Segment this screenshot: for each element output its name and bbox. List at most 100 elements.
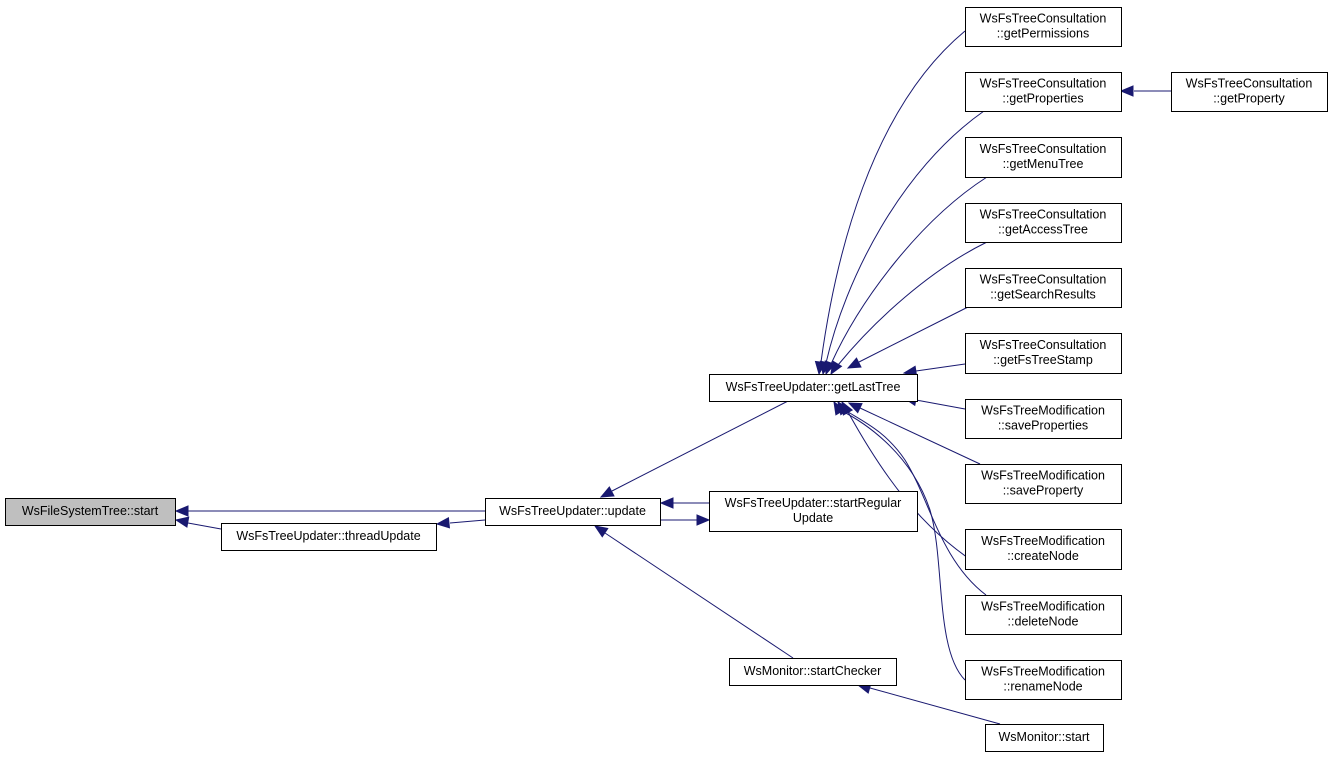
node-box: [221, 523, 437, 551]
node-startChecker[interactable]: WsMonitor::startChecker: [729, 658, 897, 686]
arrowhead-icon: [174, 516, 190, 528]
node-label: ::getProperty: [1213, 92, 1285, 106]
arrowhead-icon: [593, 525, 609, 538]
node-label: ::getMenuTree: [1003, 157, 1084, 171]
node-mon_start[interactable]: WsMonitor::start: [985, 724, 1104, 752]
edge-update-to-startRegularUpdate: [661, 514, 711, 526]
node-label: ::createNode: [1007, 549, 1079, 563]
edge-line: [449, 519, 486, 524]
node-label: WsFsTreeModification: [981, 404, 1105, 418]
edge-line: [847, 411, 986, 570]
node-label: ::getProperties: [1002, 92, 1083, 106]
edge-saveProperty-to-getLastTree: [847, 402, 981, 465]
node-deleteNode[interactable]: WsFsTreeModification::deleteNode: [965, 595, 1122, 635]
node-box: [965, 7, 1122, 47]
node-box: [965, 203, 1122, 243]
node-getProperties[interactable]: WsFsTreeConsultation::getProperties: [965, 72, 1122, 112]
node-getProperty[interactable]: WsFsTreeConsultation::getProperty: [1171, 72, 1328, 112]
edge-line: [187, 522, 222, 530]
node-label: Update: [793, 511, 833, 525]
arrowhead-icon: [833, 400, 846, 416]
edge-line: [825, 110, 985, 364]
node-label: ::saveProperties: [998, 419, 1088, 433]
node-label: WsFsTreeConsultation: [980, 273, 1107, 287]
arrowhead-icon: [830, 360, 843, 376]
edge-line: [858, 306, 969, 363]
edge-getMenuTree-to-getLastTree: [824, 176, 988, 376]
edge-startChecker-to-update: [593, 525, 794, 659]
edge-getLastTree-to-update: [599, 399, 791, 498]
node-label: ::getSearchResults: [990, 288, 1096, 302]
node-label: WsFsTreeModification: [981, 534, 1105, 548]
node-getPermissions[interactable]: WsFsTreeConsultation::getPermissions: [965, 7, 1122, 47]
node-box: [965, 464, 1122, 504]
edge-line: [915, 363, 966, 372]
node-box: [965, 72, 1122, 112]
node-label: WsFsTreeConsultation: [1186, 77, 1313, 91]
node-label: WsFsTreeConsultation: [980, 12, 1107, 26]
arrowhead-icon: [1119, 85, 1134, 97]
node-label: WsFsTreeModification: [981, 600, 1105, 614]
node-box: [965, 660, 1122, 700]
nodes-layer: WsFileSystemTree::startWsFsTreeUpdater::…: [5, 7, 1328, 752]
edge-line: [820, 30, 966, 363]
node-saveProperties[interactable]: WsFsTreeModification::saveProperties: [965, 399, 1122, 439]
edge-renameNode-to-getLastTree: [833, 400, 966, 681]
edge-getPermissions-to-getLastTree: [814, 30, 966, 376]
node-label: WsFsTreeUpdater::getLastTree: [726, 380, 901, 394]
node-getSearchResults[interactable]: WsFsTreeConsultation::getSearchResults: [965, 268, 1122, 308]
node-label: WsFsTreeUpdater::startRegular: [725, 496, 902, 510]
node-box: [965, 529, 1122, 570]
edge-line: [839, 409, 966, 681]
node-label: ::deleteNode: [1008, 615, 1079, 629]
node-box: [985, 724, 1104, 752]
node-renameNode[interactable]: WsFsTreeModification::renameNode: [965, 660, 1122, 700]
node-label: WsFsTreeConsultation: [980, 77, 1107, 91]
node-label: WsFsTreeConsultation: [980, 338, 1107, 352]
node-label: ::saveProperty: [1003, 484, 1084, 498]
node-box: [485, 498, 661, 526]
node-label: WsFsTreeModification: [981, 665, 1105, 679]
node-box: [709, 491, 918, 532]
edge-createNode-to-getLastTree: [841, 400, 986, 570]
node-label: WsFsTreeConsultation: [980, 142, 1107, 156]
arrowhead-icon: [659, 497, 674, 509]
node-label: WsMonitor::start: [999, 730, 1091, 744]
arrowhead-icon: [599, 486, 615, 498]
node-label: WsFsTreeModification: [981, 469, 1105, 483]
edge-line: [869, 687, 1001, 725]
node-getMenuTree[interactable]: WsFsTreeConsultation::getMenuTree: [965, 137, 1122, 178]
node-box: [965, 595, 1122, 635]
node-label: WsFsTreeUpdater::threadUpdate: [236, 529, 420, 543]
node-getFsTreeStamp[interactable]: WsFsTreeConsultation::getFsTreeStamp: [965, 333, 1122, 374]
node-getLastTree[interactable]: WsFsTreeUpdater::getLastTree: [709, 374, 918, 402]
edge-line: [844, 409, 987, 596]
edge-getSearchResults-to-getLastTree: [846, 306, 969, 369]
node-saveProperty[interactable]: WsFsTreeModification::saveProperty: [965, 464, 1122, 504]
edge-update-to-threadUpdate: [435, 517, 486, 529]
edge-line: [611, 399, 791, 492]
node-createNode[interactable]: WsFsTreeModification::createNode: [965, 529, 1122, 570]
node-threadUpdate[interactable]: WsFsTreeUpdater::threadUpdate: [221, 523, 437, 551]
edge-line: [837, 241, 988, 366]
arrowhead-icon: [174, 505, 189, 517]
node-label: ::getAccessTree: [998, 223, 1088, 237]
edge-update-to-fs_start: [174, 505, 485, 517]
edge-startRegularUpdate-to-update: [659, 497, 709, 509]
arrowhead-icon: [847, 402, 863, 414]
node-update[interactable]: WsFsTreeUpdater::update: [485, 498, 661, 526]
arrowhead-icon: [435, 517, 451, 529]
node-getAccessTree[interactable]: WsFsTreeConsultation::getAccessTree: [965, 203, 1122, 243]
node-label: WsFsTreeUpdater::update: [499, 504, 646, 518]
node-box: [1171, 72, 1328, 112]
edge-line: [859, 407, 981, 465]
node-fs_start[interactable]: WsFileSystemTree::start: [5, 498, 176, 526]
node-label: WsFsTreeConsultation: [980, 208, 1107, 222]
edge-line: [604, 532, 794, 659]
node-label: ::getFsTreeStamp: [993, 353, 1093, 367]
arrowhead-icon: [696, 514, 711, 526]
edge-getAccessTree-to-getLastTree: [830, 241, 988, 376]
node-box: [965, 268, 1122, 308]
